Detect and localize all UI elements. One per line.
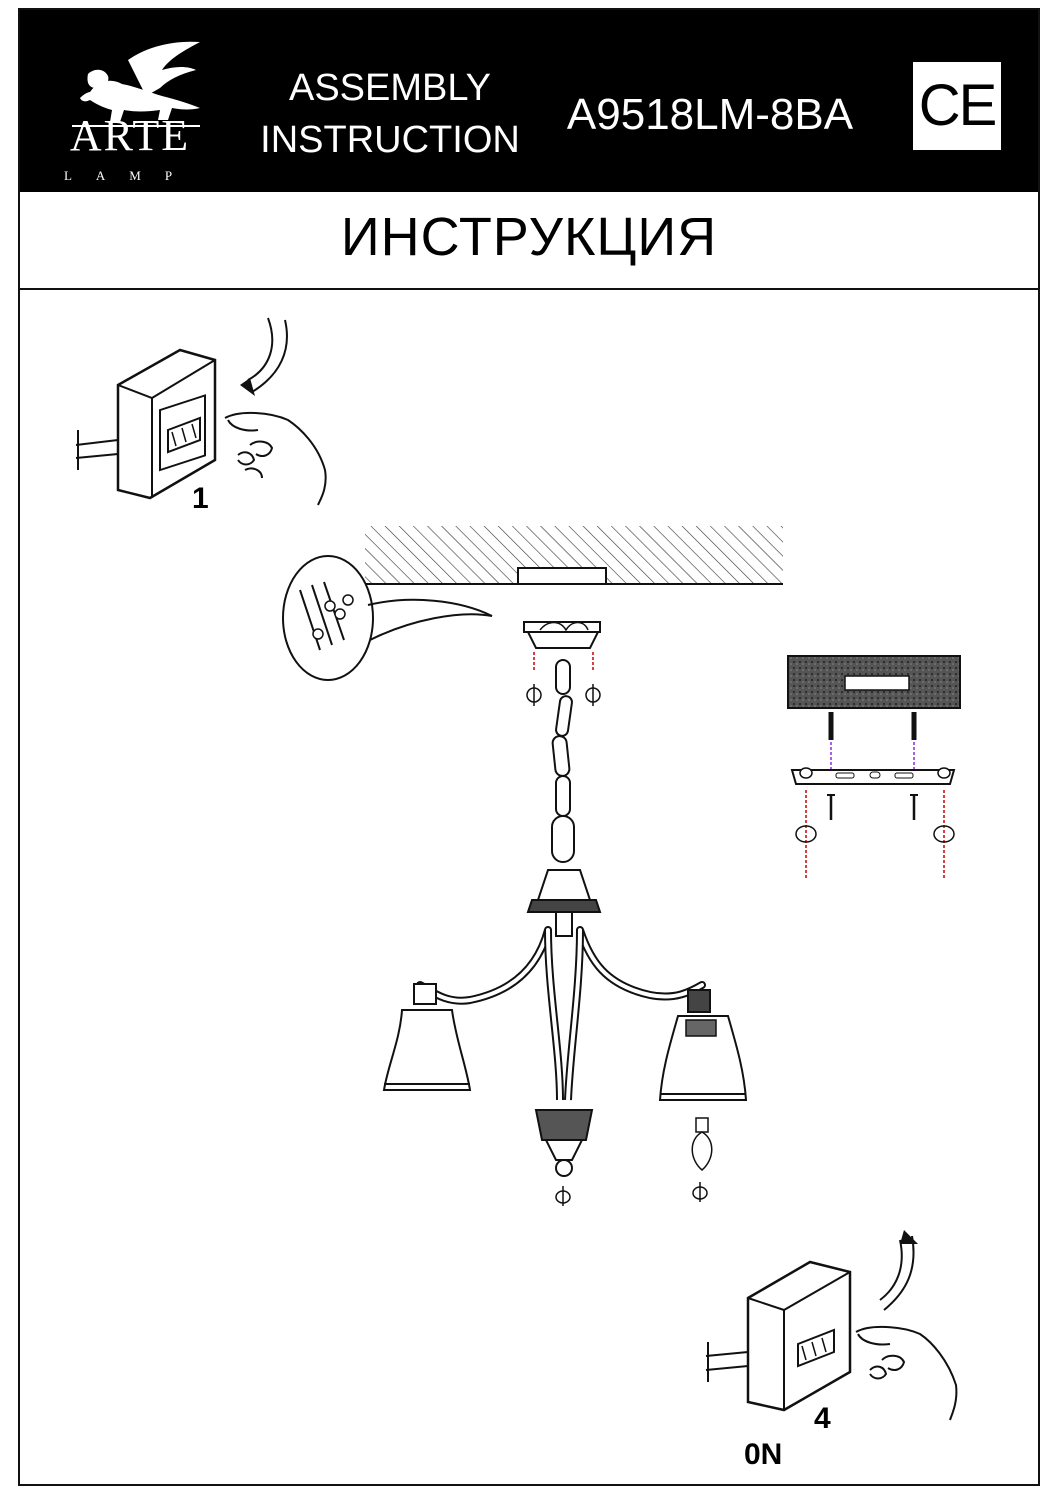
wall-switch-icon xyxy=(705,1260,852,1412)
model-number: A9518LM-8BA xyxy=(566,90,854,139)
step-1-label: 1 xyxy=(192,482,209,515)
title-row: ИНСТРУКЦИЯ xyxy=(20,192,1038,290)
candle-bulb-icon xyxy=(691,1117,713,1171)
terminal-block-detail-icon xyxy=(282,555,493,681)
brand-subtitle: LAMP xyxy=(63,168,197,183)
wall-switch-icon xyxy=(75,348,217,500)
chain-icon xyxy=(551,659,575,863)
header-bar: ARTE LAMP ASSEMBLY INSTRUCTION A9518LM-8… xyxy=(20,10,1038,192)
rotation-marker-icon xyxy=(555,1182,708,1206)
assembly-line-1: ASSEMBLY xyxy=(288,67,492,109)
mounting-bracket-icon xyxy=(787,655,961,880)
page-title: ИНСТРУКЦИЯ xyxy=(340,207,718,267)
hand-icon xyxy=(224,411,327,506)
griffin-logo-icon xyxy=(72,41,200,127)
ce-mark-icon: CE xyxy=(913,62,1001,150)
assembly-instruction-label: ASSEMBLY INSTRUCTION xyxy=(245,62,535,166)
chandelier-icon xyxy=(416,869,706,1177)
switch-on-label: 0N xyxy=(744,1438,783,1471)
lamp-shade-right-icon xyxy=(658,989,748,1101)
page-frame xyxy=(18,8,1040,1486)
hand-icon xyxy=(855,1325,958,1421)
brand-name: ARTE xyxy=(69,111,191,160)
arrow-icon xyxy=(879,1230,918,1311)
step-4-label: 4 xyxy=(814,1402,831,1435)
canopy-icon xyxy=(523,621,601,706)
arrow-icon xyxy=(240,317,288,396)
ce-mark-text: CE xyxy=(918,73,998,138)
assembly-line-2: INSTRUCTION xyxy=(260,119,520,161)
ceiling-icon xyxy=(365,526,783,585)
lamp-shade-left-icon xyxy=(382,983,472,1091)
